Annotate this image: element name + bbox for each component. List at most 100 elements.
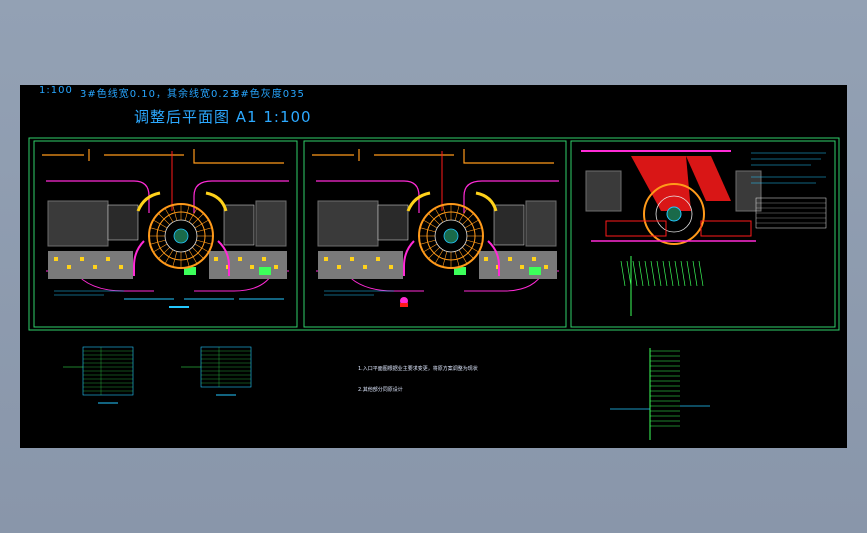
- plaza-spoke: [454, 251, 460, 267]
- sheet-frame-2: [303, 140, 567, 328]
- yellow-wing-right: [475, 191, 498, 212]
- green-patch: [454, 267, 466, 275]
- header-scale: 1:100: [39, 85, 73, 96]
- red-outline: [605, 220, 667, 237]
- plaza-spoke: [420, 239, 436, 245]
- plaza-spoke: [442, 251, 448, 267]
- plaza-spoke: [464, 243, 479, 253]
- building: [735, 170, 762, 212]
- planter: [119, 265, 123, 269]
- entrance-path: [217, 240, 230, 276]
- hatch: [656, 260, 662, 287]
- planter: [238, 257, 242, 261]
- plaza-spoke: [428, 247, 440, 259]
- plaza-ring: [655, 195, 693, 233]
- site-plan-3: [581, 150, 827, 316]
- building-right-annex: [255, 200, 287, 247]
- plaza-spoke: [150, 239, 166, 245]
- plaza-spoke: [164, 208, 174, 223]
- planter: [532, 257, 536, 261]
- plaza-spoke: [192, 247, 204, 259]
- road-lines: [312, 149, 554, 164]
- plaza-spoke: [194, 219, 209, 229]
- plaza-spoke: [442, 205, 448, 221]
- plaza-spoke: [158, 213, 170, 225]
- green-patch: [259, 267, 271, 275]
- outer-frame: [28, 137, 840, 331]
- plaza-spoke: [153, 243, 168, 253]
- hatch: [644, 260, 650, 287]
- plaza-centre: [443, 228, 459, 244]
- planter: [67, 265, 71, 269]
- plaza-spoke: [188, 249, 198, 264]
- plaza-spoke: [462, 247, 474, 259]
- planter: [389, 265, 393, 269]
- plaza-spoke: [172, 205, 178, 221]
- planter: [363, 265, 367, 269]
- hatch: [692, 260, 698, 287]
- general-note-2: 2.其他部分同原设计: [358, 387, 403, 393]
- plaza-centre: [666, 206, 682, 222]
- schedule-table: [181, 346, 252, 396]
- planter: [544, 265, 548, 269]
- green-patch: [529, 267, 541, 275]
- detail-mark: [169, 306, 189, 308]
- yellow-wing-right: [205, 191, 228, 212]
- boundary-right: [463, 180, 559, 213]
- yellow-wing-left: [406, 191, 431, 212]
- sheet-frame-1: [33, 140, 298, 328]
- riser-diagram: [610, 348, 710, 440]
- plaza-spoke: [158, 247, 170, 259]
- planter: [324, 257, 328, 261]
- plaza-spoke: [428, 213, 440, 225]
- hatch: [662, 260, 668, 287]
- building-right-annex: [525, 200, 557, 247]
- building: [585, 170, 622, 212]
- plaza-spoke: [420, 227, 436, 233]
- drawing-art: [28, 137, 840, 440]
- planter: [80, 257, 84, 261]
- hatch: [674, 260, 680, 287]
- plaza-spoke: [458, 249, 468, 264]
- plaza-spoke: [188, 208, 198, 223]
- red-fill-zone: [631, 156, 691, 211]
- legend-lines: [324, 290, 394, 296]
- plaza-spoke: [462, 213, 474, 225]
- planter: [274, 265, 278, 269]
- entrance-path: [487, 240, 500, 276]
- building-left-annex: [107, 204, 139, 241]
- planter: [520, 265, 524, 269]
- plaza-spoke: [164, 249, 174, 264]
- plaza-spoke: [464, 219, 479, 229]
- planter: [337, 265, 341, 269]
- site-plan-1: [42, 149, 289, 308]
- site-plan-2: [312, 149, 559, 307]
- planter: [250, 265, 254, 269]
- plaza-spoke: [434, 249, 444, 264]
- plaza-spoke: [192, 213, 204, 225]
- marker: [400, 303, 408, 307]
- hatch: [668, 260, 674, 287]
- building-right: [223, 204, 255, 246]
- hatch: [680, 260, 686, 287]
- planter: [350, 257, 354, 261]
- hatch: [620, 260, 626, 287]
- building-left: [47, 200, 109, 247]
- hatch: [632, 260, 638, 287]
- plaza-spoke: [184, 205, 190, 221]
- hatch: [638, 260, 644, 287]
- building-left-annex: [377, 204, 409, 241]
- plaza-spoke: [194, 243, 209, 253]
- schedule-table: [63, 346, 134, 404]
- plaza-spoke: [466, 227, 482, 233]
- entrance-path: [133, 240, 145, 276]
- plaza-spoke: [454, 205, 460, 221]
- road-lines: [42, 149, 284, 164]
- sheet-frame-3: [570, 140, 836, 328]
- red-outline: [700, 220, 752, 237]
- paving-left: [318, 251, 403, 279]
- entrance-path: [403, 240, 415, 276]
- planter: [106, 257, 110, 261]
- cad-model-space[interactable]: 1:100 3#色线宽0.10，其余线宽0.23 8#色灰度035 调整后平面图…: [20, 85, 847, 448]
- yellow-wing-left: [136, 191, 161, 212]
